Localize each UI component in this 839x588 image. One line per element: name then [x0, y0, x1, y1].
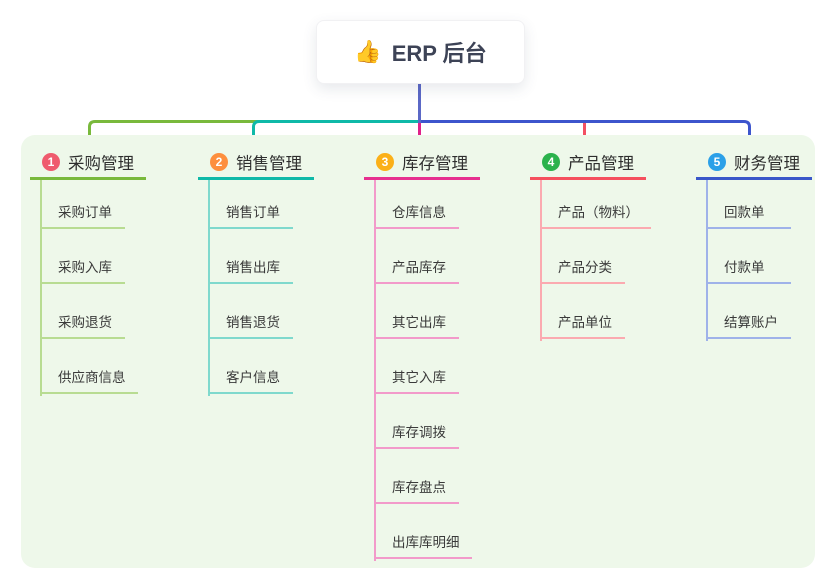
child-node-product-material[interactable]: 产品（物料）: [540, 180, 651, 229]
child-node-purchase-inbound[interactable]: 采购入库: [40, 229, 125, 284]
branch-title-finance[interactable]: 5 财务管理: [696, 146, 812, 180]
branch-connector-line: [706, 180, 708, 341]
child-node-settlement-account[interactable]: 结算账户: [706, 284, 791, 339]
branch-connector-line: [208, 180, 210, 396]
child-node-receipt-bill[interactable]: 回款单: [706, 180, 791, 229]
child-node-purchase-return[interactable]: 采购退货: [40, 284, 125, 339]
branch-label: 销售管理: [236, 154, 302, 173]
child-node-other-inbound[interactable]: 其它入库: [374, 339, 459, 394]
child-node-payment-bill[interactable]: 付款单: [706, 229, 791, 284]
branch-label: 库存管理: [402, 154, 468, 173]
branch-inventory-management: 3 库存管理 仓库信息 产品库存 其它出库 其它入库 库存调拨 库存盘点 出库库…: [364, 146, 480, 561]
child-node-stock-count[interactable]: 库存盘点: [374, 449, 459, 504]
branch-label: 财务管理: [734, 154, 800, 173]
branch-title-sales[interactable]: 2 销售管理: [198, 146, 314, 180]
branch-purchase-management: 1 采购管理 采购订单 采购入库 采购退货 供应商信息: [30, 146, 146, 396]
child-node-stock-transfer[interactable]: 库存调拨: [374, 394, 459, 449]
branch-number-badge: 1: [42, 152, 60, 171]
child-node-sales-order[interactable]: 销售订单: [208, 180, 293, 229]
thumbs-up-icon: 👍: [354, 39, 382, 64]
child-node-product-stock[interactable]: 产品库存: [374, 229, 459, 284]
branch-finance-management: 5 财务管理 回款单 付款单 结算账户: [696, 146, 812, 341]
branch-title-purchase[interactable]: 1 采购管理: [30, 146, 146, 180]
branch-label: 采购管理: [68, 154, 134, 173]
branch-connector-line: [540, 180, 542, 341]
root-label: ERP 后台: [391, 41, 487, 66]
branch-connector-line: [374, 180, 376, 561]
branch-children: 仓库信息 产品库存 其它出库 其它入库 库存调拨 库存盘点 出库库明细: [364, 180, 480, 561]
branch-children: 回款单 付款单 结算账户: [696, 180, 812, 341]
branch-number-badge: 2: [210, 152, 228, 171]
child-node-warehouse-info[interactable]: 仓库信息: [374, 180, 459, 229]
child-node-outbound-detail[interactable]: 出库库明细: [374, 504, 472, 559]
child-node-product-unit[interactable]: 产品单位: [540, 284, 625, 339]
branch-sales-management: 2 销售管理 销售订单 销售出库 销售退货 客户信息: [198, 146, 314, 396]
child-node-customer-info[interactable]: 客户信息: [208, 339, 293, 394]
branch-children: 采购订单 采购入库 采购退货 供应商信息: [30, 180, 146, 396]
branch-label: 产品管理: [568, 154, 634, 173]
child-node-purchase-order[interactable]: 采购订单: [40, 180, 125, 229]
branch-number-badge: 5: [708, 152, 726, 171]
child-node-other-outbound[interactable]: 其它出库: [374, 284, 459, 339]
child-node-product-category[interactable]: 产品分类: [540, 229, 625, 284]
branch-title-inventory[interactable]: 3 库存管理: [364, 146, 480, 180]
branch-product-management: 4 产品管理 产品（物料） 产品分类 产品单位: [530, 146, 651, 341]
branch-number-badge: 3: [376, 152, 394, 171]
child-node-supplier-info[interactable]: 供应商信息: [40, 339, 138, 394]
root-node[interactable]: 👍 ERP 后台: [316, 20, 525, 84]
branches-panel: [21, 135, 815, 568]
branch-number-badge: 4: [542, 152, 560, 171]
branch-children: 产品（物料） 产品分类 产品单位: [530, 180, 651, 341]
child-node-sales-return[interactable]: 销售退货: [208, 284, 293, 339]
branch-connector-line: [40, 180, 42, 396]
child-node-sales-outbound[interactable]: 销售出库: [208, 229, 293, 284]
branch-title-product[interactable]: 4 产品管理: [530, 146, 646, 180]
branch-children: 销售订单 销售出库 销售退货 客户信息: [198, 180, 314, 396]
